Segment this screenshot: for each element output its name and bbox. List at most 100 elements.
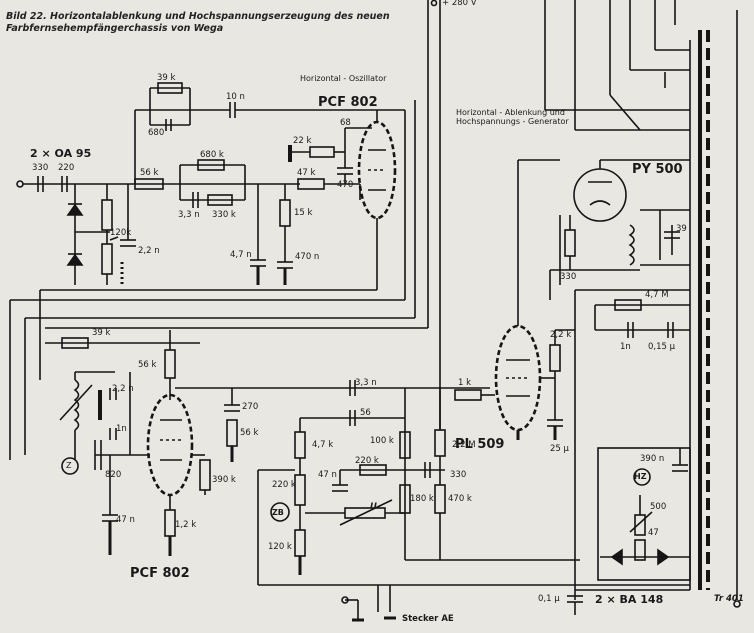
marker-zb-circle — [270, 502, 290, 522]
label-r-2-2k: 2,2 k — [550, 330, 572, 340]
label-c-2-2n: 2,2 n — [138, 246, 160, 256]
label-r-100k: 100 k — [370, 436, 394, 446]
resistor-15k — [279, 199, 291, 227]
label-vdr-u: U — [370, 502, 377, 512]
label-c-56: 56 — [360, 408, 371, 418]
label-r-47k: 47 k — [297, 168, 316, 178]
label-c-2-2n-ctrl: 2,2 n — [112, 384, 134, 394]
resistor-39k-mid — [61, 337, 89, 349]
label-r-220k: 220 k — [355, 456, 379, 466]
label-c-390n: 390 n — [640, 454, 665, 464]
tube-pcf802-osc-label: PCF 802 — [318, 95, 378, 110]
diode-oa95-label: 2 × OA 95 — [30, 147, 92, 160]
tube-pl509-label: PL 509 — [455, 437, 505, 452]
label-c-3-3n-b: 3,3 n — [355, 378, 377, 388]
bus-arrow-1 — [609, 94, 641, 131]
label-r-56k-osc: 56 k — [140, 168, 159, 178]
figure-caption: Bild 22. Horizontalablenkung und Hochspa… — [6, 11, 390, 34]
tube-py500 — [573, 168, 627, 222]
label-r-180k: 180 k — [410, 494, 434, 504]
transformer-label: Tr 401 — [714, 594, 744, 604]
label-r-56k-ctrl: 56 k — [138, 360, 157, 370]
label-pot-220k: 220 k — [272, 480, 296, 490]
marker-hz-label: HZ — [634, 472, 647, 481]
resistor-4-7m — [614, 299, 642, 311]
label-r-39k-top: 39 k — [157, 73, 176, 83]
label-r-120k-b: 120 k — [268, 542, 292, 552]
marker-hz-circle — [633, 468, 651, 486]
resistor-470k — [434, 484, 446, 514]
label-c-1n-top: 1n — [620, 342, 631, 352]
label-r-56k-b: 56 k — [240, 428, 259, 438]
tube-pcf802-ctrl — [146, 393, 194, 497]
tube-pcf802-ctrl-label: PCF 802 — [130, 566, 190, 581]
label-c-1n-ctrl: 1n — [116, 424, 127, 434]
resistor-390k — [199, 459, 211, 491]
resistor-1-2k — [164, 509, 176, 537]
input-terminal — [16, 180, 24, 188]
supply-voltage-label: + 280 V — [442, 0, 477, 8]
tube-py500-label: PY 500 — [632, 162, 683, 177]
resistor-22k — [309, 146, 335, 158]
label-c-330-in: 330 — [32, 163, 49, 173]
hv-box — [597, 447, 691, 581]
label-c-68: 68 — [340, 118, 351, 128]
resistor-2-2k — [549, 344, 561, 372]
diode-oa95-2 — [66, 253, 84, 266]
resistor-330 — [564, 229, 576, 257]
label-r-330k: 330 k — [212, 210, 236, 220]
label-c-820: 820 — [105, 470, 122, 480]
label-r-1k: 1 k — [458, 378, 472, 388]
resistor-47k — [297, 178, 325, 190]
resistor-330k — [207, 194, 233, 206]
oscillator-section-label: Horizontal - Oszillator — [300, 74, 387, 83]
label-c-39: 39 — [676, 224, 687, 234]
label-c-470n: 470 n — [295, 252, 320, 262]
label-c-47n-b: 47 n — [318, 470, 337, 480]
damper-coil — [628, 224, 635, 266]
resistor-100k — [399, 431, 411, 459]
oscillator-coil — [73, 379, 80, 431]
label-r-2-2m: 2,2 M — [452, 440, 476, 450]
resistor-120k-a — [101, 199, 113, 231]
label-r-4-7k: 4,7 k — [312, 440, 334, 450]
label-r-680k: 680 k — [200, 150, 224, 160]
marker-z-label: Z — [66, 461, 72, 470]
resistor-120k-b — [294, 529, 306, 557]
label-c-680: 680 — [148, 128, 165, 138]
resistor-2-2m — [434, 429, 446, 457]
label-c-25u: 25 μ — [550, 444, 569, 454]
label-pot-500: 500 — [650, 502, 667, 512]
resistor-180k — [399, 484, 411, 514]
label-r-22k: 22 k — [293, 136, 312, 146]
label-r-39k-mid: 39 k — [92, 328, 111, 338]
resistor-220k — [359, 464, 387, 476]
label-r-120k: 120k — [110, 228, 132, 238]
resistor-1k — [454, 389, 482, 401]
pot-220k — [294, 474, 306, 506]
label-r-4-7m: 4,7 M — [645, 290, 669, 300]
output-section-label: Horizontal - Ablenkung und Hochspannungs… — [456, 108, 569, 126]
connector-label: Stecker AE — [402, 614, 454, 624]
label-c-10n: 10 n — [226, 92, 245, 102]
resistor-4-7k — [294, 431, 306, 459]
label-c-330-b: 330 — [450, 470, 467, 480]
resistor-56k-ctrl — [164, 349, 176, 379]
resistor-680k — [197, 159, 225, 171]
label-c-4-7n: 4,7 n — [230, 250, 252, 260]
resistor-47 — [634, 539, 646, 561]
label-c-470: 470 — [337, 180, 354, 190]
label-r-15k: 15 k — [294, 208, 313, 218]
diode-ba148-label: 2 × BA 148 — [595, 593, 664, 606]
resistor-56k-b — [226, 419, 238, 447]
label-c-220-in: 220 — [58, 163, 75, 173]
output-terminal — [733, 600, 741, 608]
label-c-47n: 47 n — [116, 515, 135, 525]
label-r-330: 330 — [560, 272, 577, 282]
label-r-470k: 470 k — [448, 494, 472, 504]
pot-500 — [634, 514, 646, 536]
resistor-39k-top — [157, 82, 183, 94]
label-c-270: 270 — [242, 402, 259, 412]
marker-zb-label: ZB — [272, 508, 284, 517]
